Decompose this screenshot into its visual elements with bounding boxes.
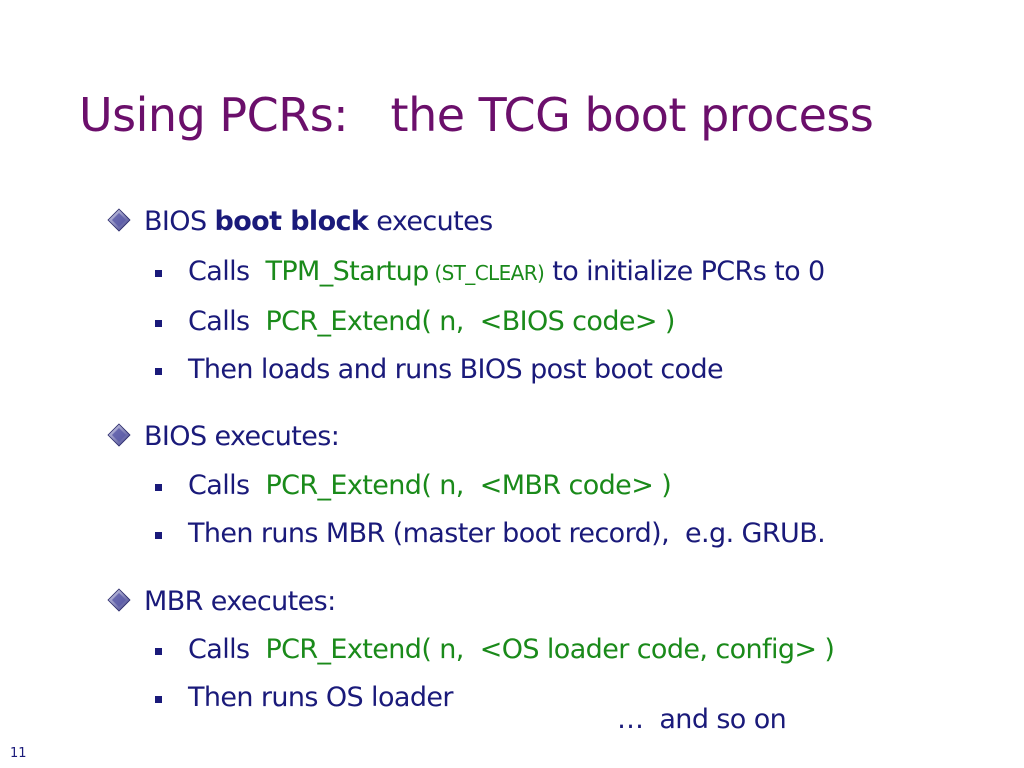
heading-text: BIOS [144, 206, 215, 237]
square-bullet-icon [155, 696, 162, 703]
heading-text: BIOS executes: [144, 421, 340, 452]
heading-bold-text: boot block [214, 206, 369, 237]
item-text: Calls [188, 470, 266, 501]
and-so-on-note: … and so on [617, 704, 787, 735]
square-bullet-icon [155, 484, 162, 491]
square-bullet-icon [155, 368, 162, 375]
code-text: PCR_Extend( n, <OS loader code, config> … [265, 634, 835, 665]
item-text: Then runs MBR (master boot record), e.g.… [188, 518, 826, 549]
list-item: Calls PCR_Extend( n, <BIOS code> ) [155, 305, 675, 339]
list-item: Then loads and runs BIOS post boot code [155, 353, 724, 387]
item-text: to initialize PCRs to 0 [544, 256, 825, 287]
square-bullet-icon [155, 320, 162, 327]
section-heading-mbr: MBR executes: [105, 585, 336, 619]
square-bullet-icon [155, 532, 162, 539]
code-arg-text: (ST_CLEAR) [428, 261, 545, 285]
list-item: Then runs MBR (master boot record), e.g.… [155, 517, 826, 551]
square-bullet-icon [155, 270, 162, 277]
list-item: Then runs OS loader [155, 681, 453, 715]
item-text: Then runs OS loader [188, 682, 453, 713]
list-item: Calls PCR_Extend( n, <OS loader code, co… [155, 633, 835, 667]
slide-title: Using PCRs: the TCG boot process [79, 88, 874, 142]
item-text: Calls [188, 634, 266, 665]
slide-number: 11 [10, 746, 27, 761]
item-text: Calls [188, 256, 266, 287]
code-text: PCR_Extend( n, <BIOS code> ) [265, 306, 675, 337]
item-text: Calls [188, 306, 266, 337]
heading-text: MBR executes: [144, 586, 336, 617]
diamond-bullet-icon [107, 423, 131, 447]
heading-text: executes [368, 206, 493, 237]
code-text: TPM_Startup [265, 256, 429, 287]
section-heading-bios: BIOS executes: [105, 420, 340, 454]
list-item: Calls TPM_Startup (ST_CLEAR) to initiali… [155, 255, 825, 289]
section-heading-bios-boot-block: BIOS boot block executes [105, 205, 493, 239]
list-item: Calls PCR_Extend( n, <MBR code> ) [155, 469, 672, 503]
diamond-bullet-icon [107, 588, 131, 612]
item-text: Then loads and runs BIOS post boot code [188, 354, 724, 385]
code-text: PCR_Extend( n, <MBR code> ) [265, 470, 672, 501]
diamond-bullet-icon [107, 208, 131, 232]
square-bullet-icon [155, 648, 162, 655]
